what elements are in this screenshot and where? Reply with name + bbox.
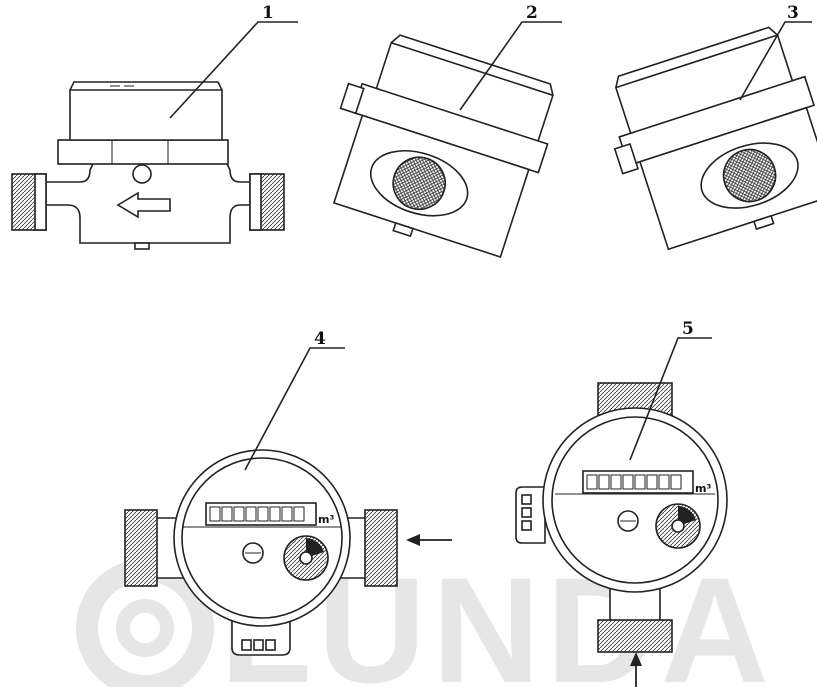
callout-3: 3 (739, 3, 812, 101)
meter-top-view-horizontal: m³ (124, 449, 398, 656)
callout-1: 1 (169, 3, 298, 119)
callout-5-label: 5 (682, 319, 694, 339)
callout-4: 4 (244, 329, 345, 471)
callout-2: 2 (459, 3, 562, 111)
register-unit-label: m³ (318, 513, 334, 526)
meter-top-view-vertical: m³ (515, 382, 728, 653)
flow-direction-arrow-up (630, 652, 642, 687)
meter-horizontal-side-view (11, 81, 285, 250)
callout-5: 5 (629, 319, 712, 461)
callout-3-label: 3 (787, 3, 799, 23)
register-unit-label: m³ (695, 482, 711, 495)
meter-tilted-right-view (613, 26, 817, 251)
callout-2-label: 2 (526, 3, 538, 23)
callout-4-label: 4 (314, 329, 326, 349)
flow-direction-arrow-right (406, 534, 452, 546)
meter-tilted-left-view (332, 34, 554, 258)
callout-1-label: 1 (262, 3, 274, 23)
